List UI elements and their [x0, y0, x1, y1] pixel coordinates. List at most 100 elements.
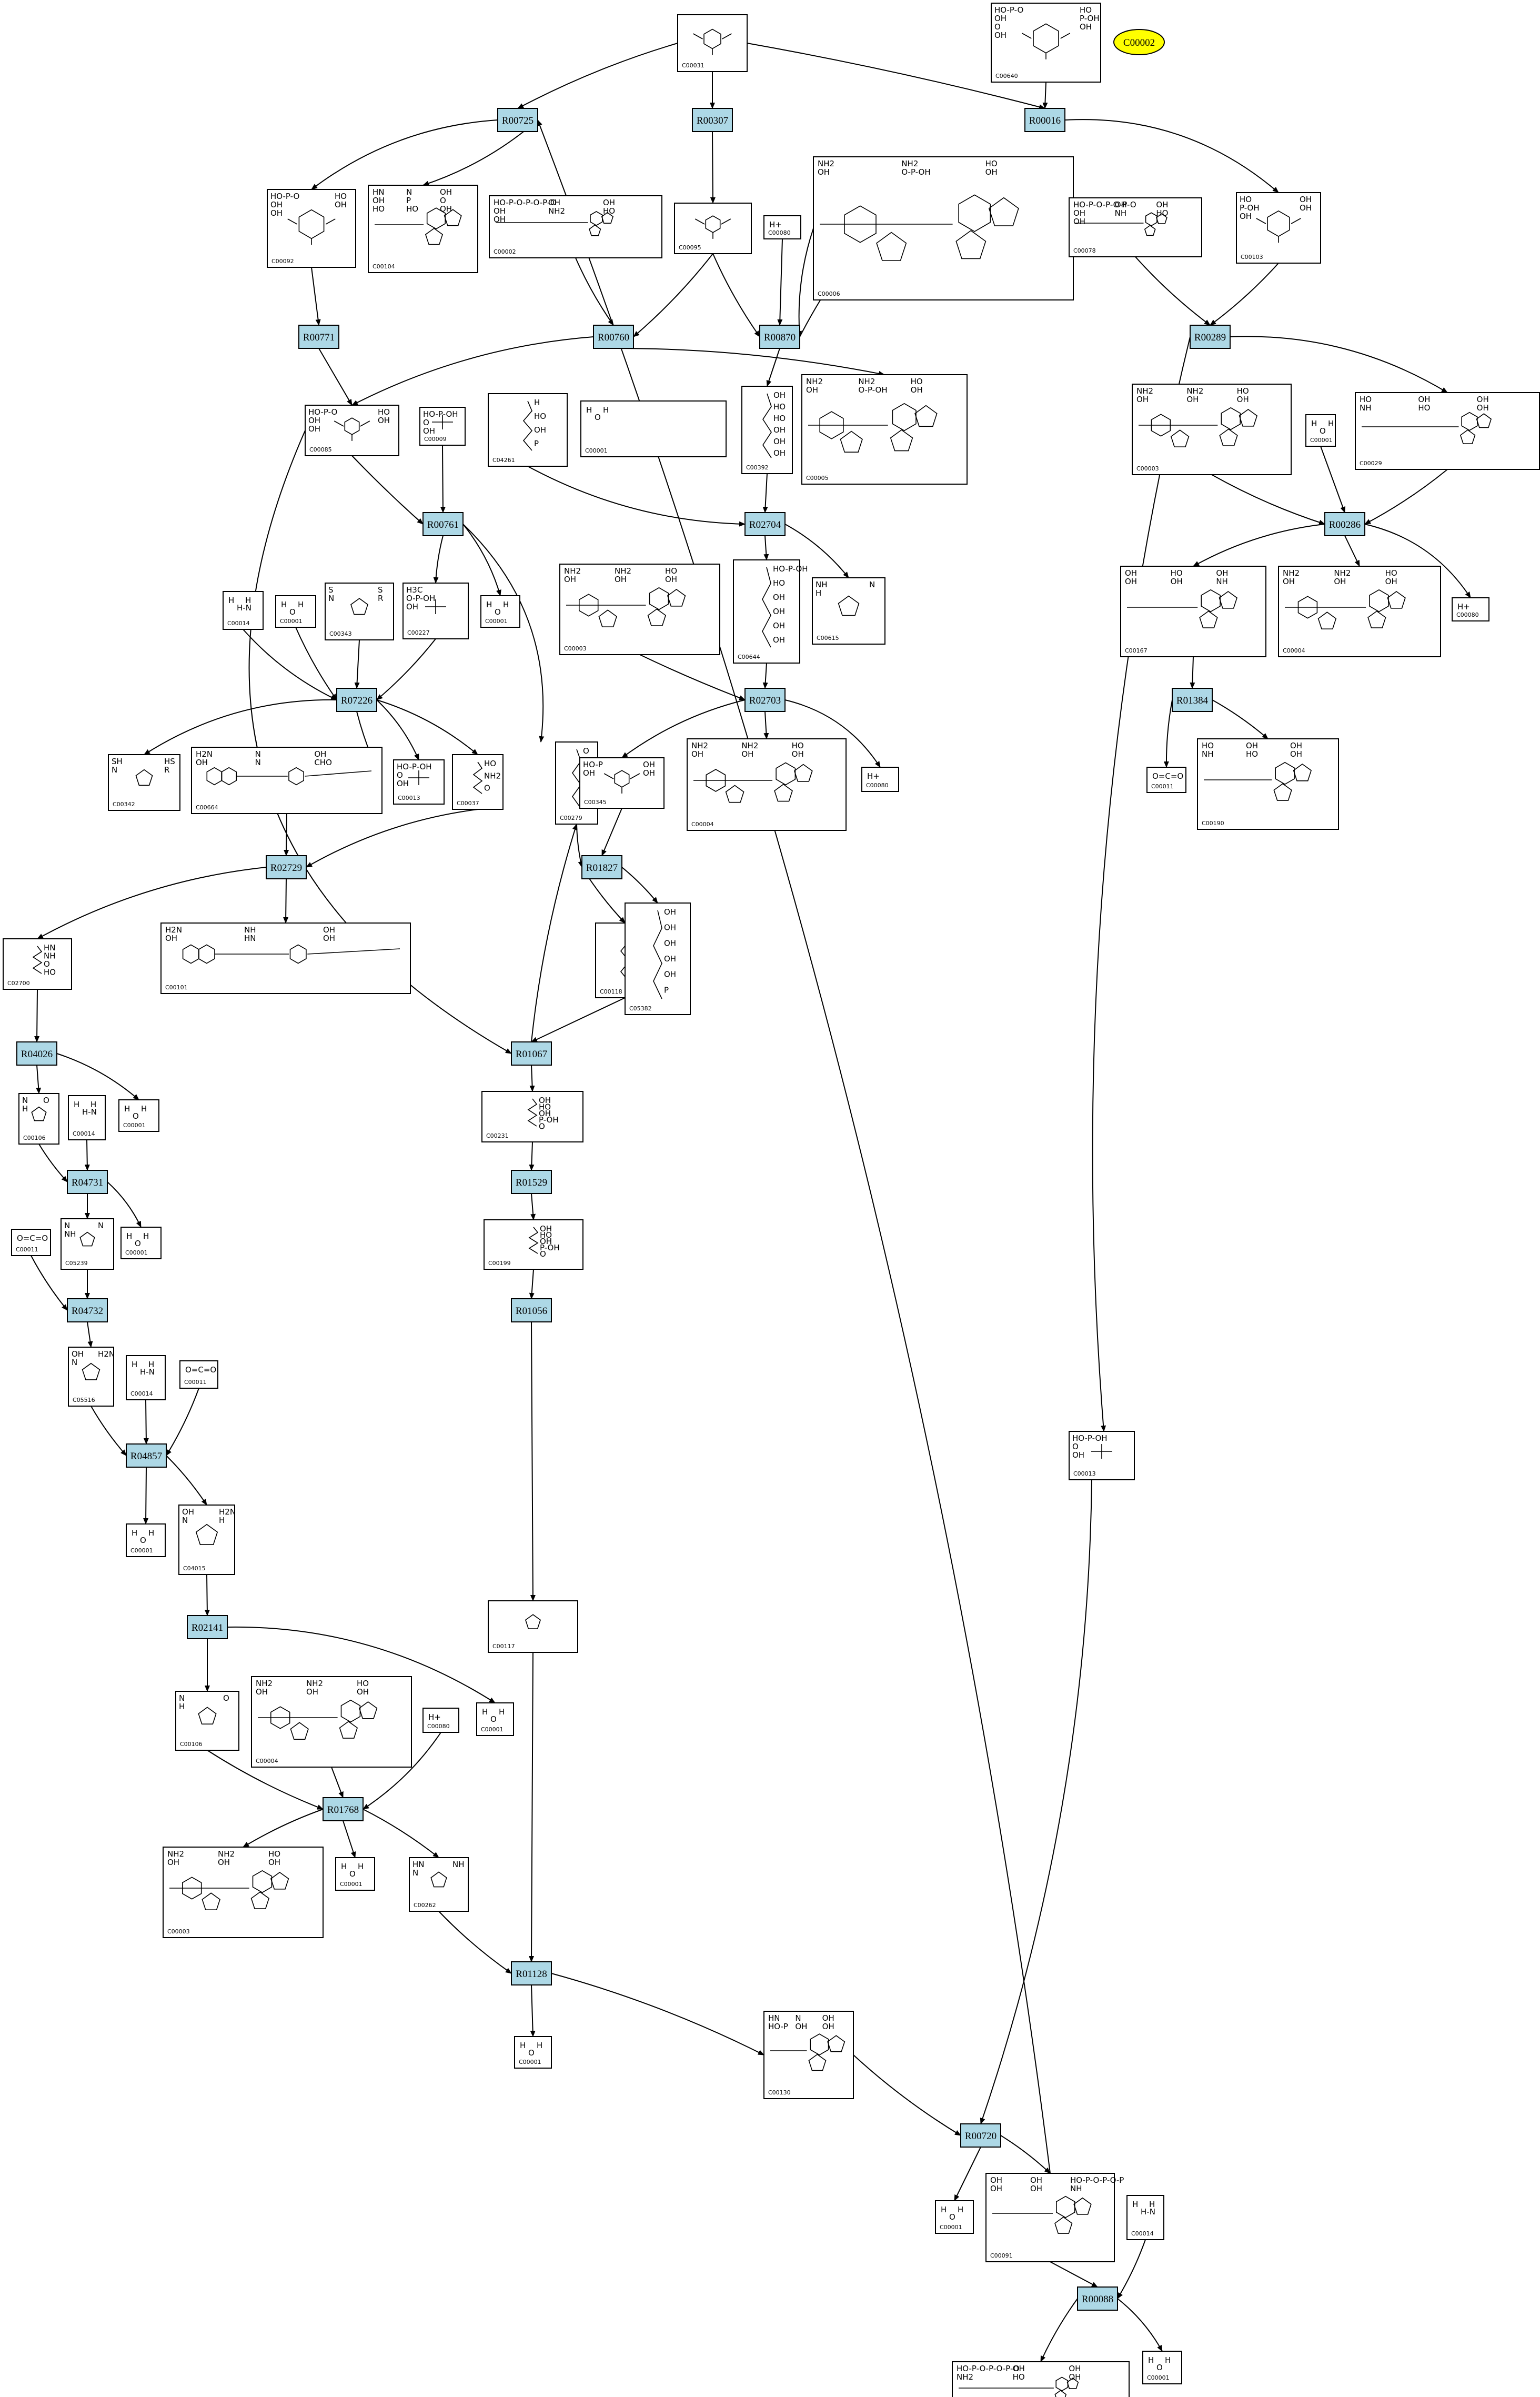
reaction-node-r01768[interactable]: R01768 — [323, 1797, 364, 1821]
edge-c00037-to-r02729 — [306, 809, 478, 868]
atom-label: OH — [1283, 577, 1295, 586]
atom-label: O — [490, 1714, 497, 1724]
edge-c00011-to-r04857 — [166, 1388, 199, 1456]
reaction-node-r02729[interactable]: R02729 — [266, 855, 307, 879]
reaction-node-r01056[interactable]: R01056 — [511, 1298, 552, 1322]
reaction-node-r04731[interactable]: R04731 — [67, 1170, 108, 1194]
atom-label: OH — [1300, 195, 1312, 204]
reaction-box[interactable] — [744, 512, 786, 536]
reaction-box[interactable] — [1172, 688, 1213, 712]
atom-label: HO — [44, 968, 56, 977]
reaction-box[interactable] — [323, 1797, 364, 1821]
reaction-box[interactable] — [67, 1170, 108, 1194]
reaction-node-r01384[interactable]: R01384 — [1172, 688, 1213, 712]
reaction-node-r00307[interactable]: R00307 — [692, 108, 733, 132]
reaction-box[interactable] — [759, 325, 800, 349]
reaction-node-r02703[interactable]: R02703 — [744, 688, 786, 712]
edge-r04857-to-c04015 — [166, 1455, 207, 1506]
edge-r00761-to-c00279 — [462, 524, 545, 743]
reaction-node-r00289[interactable]: R00289 — [1190, 325, 1231, 349]
atom-label: OH — [1186, 395, 1199, 404]
compound-box — [179, 1360, 218, 1389]
reaction-node-r04026[interactable]: R04026 — [16, 1041, 57, 1066]
reaction-box[interactable] — [16, 1041, 57, 1066]
reaction-node-r00771[interactable]: R00771 — [298, 325, 339, 349]
reaction-box[interactable] — [692, 108, 733, 132]
reaction-box[interactable] — [1024, 108, 1065, 132]
edge-r01128-to-c00130 — [551, 1973, 764, 2055]
reaction-box[interactable] — [511, 1298, 552, 1322]
atom-label: H-N — [237, 603, 251, 613]
reaction-node-r02704[interactable]: R02704 — [744, 512, 786, 536]
atom-label: NH2 — [741, 741, 758, 750]
reaction-node-r00760[interactable]: R00760 — [593, 325, 634, 349]
reaction-box[interactable] — [266, 855, 307, 879]
reaction-node-r00286[interactable]: R00286 — [1324, 512, 1365, 536]
reaction-box[interactable] — [593, 325, 634, 349]
reaction-node-r04732[interactable]: R04732 — [67, 1298, 108, 1322]
atom-label: H — [603, 405, 609, 415]
edge-r00286-to-c00080 — [1364, 524, 1471, 598]
compound-box — [812, 577, 885, 645]
reaction-node-r00761[interactable]: R00761 — [422, 512, 464, 536]
reaction-box[interactable] — [581, 855, 622, 879]
compound-id: C00004 — [256, 1758, 278, 1764]
reaction-node-r01827[interactable]: R01827 — [581, 855, 622, 879]
compound-box — [251, 1676, 412, 1768]
reaction-box[interactable] — [126, 1443, 167, 1468]
edge-r00088-to-c00020 — [1040, 2298, 1078, 2362]
reaction-box[interactable] — [960, 2123, 1001, 2148]
reaction-box[interactable] — [511, 1041, 552, 1066]
reaction-node-r04857[interactable]: R04857 — [126, 1443, 167, 1468]
atom-label: O — [484, 784, 490, 793]
compound-box — [687, 738, 847, 831]
atom-label: OH — [990, 2175, 1002, 2185]
reaction-box[interactable] — [511, 1170, 552, 1194]
atom-label: O — [43, 1096, 49, 1105]
reaction-node-r00870[interactable]: R00870 — [759, 325, 800, 349]
reaction-box[interactable] — [1077, 2286, 1118, 2311]
reaction-node-r01067[interactable]: R01067 — [511, 1041, 552, 1066]
edge-r07226-to-c00013 — [376, 699, 419, 760]
reaction-node-r00720[interactable]: R00720 — [960, 2123, 1001, 2148]
reaction-node-r01529[interactable]: R01529 — [511, 1170, 552, 1194]
reaction-node-r02141[interactable]: R02141 — [187, 1615, 228, 1639]
atom-label: H-N — [1141, 2207, 1155, 2217]
reaction-box[interactable] — [511, 1961, 552, 1985]
reaction-box[interactable] — [422, 512, 464, 536]
edge-r00771-to-c00085 — [318, 348, 353, 406]
edge-c00009-to-r00761 — [440, 445, 446, 513]
compound-id: C00104 — [373, 263, 395, 270]
compound-box — [1452, 597, 1489, 621]
reaction-label: R00016 — [1029, 115, 1061, 126]
reaction-box[interactable] — [67, 1298, 108, 1322]
compound-box — [991, 3, 1101, 83]
legend-label: C00002 — [1123, 37, 1155, 48]
reaction-box[interactable] — [1190, 325, 1231, 349]
atom-label: OH — [308, 416, 320, 425]
reaction-node-r07226[interactable]: R07226 — [336, 688, 377, 712]
compound-id: C00167 — [1125, 647, 1148, 654]
reaction-box[interactable] — [744, 688, 786, 712]
reaction-node-r00725[interactable]: R00725 — [497, 108, 538, 132]
reaction-node-r00016[interactable]: R00016 — [1024, 108, 1065, 132]
reaction-node-r00088[interactable]: R00088 — [1077, 2286, 1118, 2311]
reaction-box[interactable] — [1324, 512, 1365, 536]
structure-sketch: HOH — [482, 1707, 505, 1724]
reaction-box[interactable] — [497, 108, 538, 132]
reaction-box[interactable] — [187, 1615, 228, 1639]
atom-label: OH — [1334, 577, 1346, 586]
atom-label: OH — [270, 208, 283, 218]
edge-r01529-to-c00199 — [530, 1193, 536, 1220]
compound-id: C05382 — [629, 1005, 652, 1012]
compound-box — [11, 1229, 51, 1256]
atom-label: HO-P-O-P-O-P — [1070, 2175, 1124, 2185]
reaction-box[interactable] — [336, 688, 377, 712]
reaction-node-r01128[interactable]: R01128 — [511, 1961, 552, 1985]
compound-box — [579, 757, 665, 809]
reaction-box[interactable] — [298, 325, 339, 349]
compound-box — [1120, 566, 1266, 657]
